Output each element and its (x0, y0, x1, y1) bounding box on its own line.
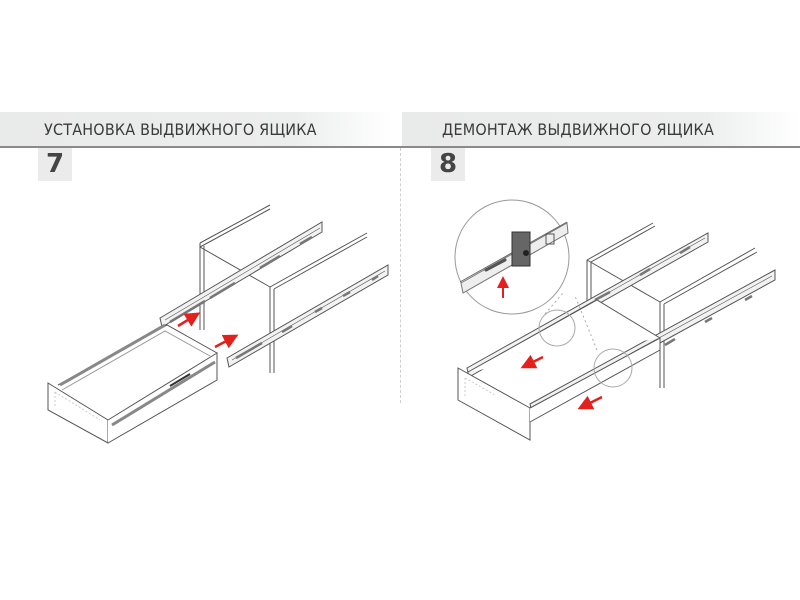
magnified-detail (454, 199, 570, 315)
red-arrow-icon (520, 354, 544, 369)
red-arrow-icon (577, 395, 603, 410)
removal-illustration (454, 199, 776, 441)
red-arrow-icon (214, 334, 239, 349)
panel-divider (400, 148, 401, 403)
step-8-number: 8 (431, 148, 465, 181)
step-8-header: ДЕМОНТАЖ ВЫДВИЖНОГО ЯЩИКА (402, 112, 800, 146)
step-7-title: УСТАНОВКА ВЫДВИЖНОГО ЯЩИКА (44, 120, 317, 139)
upper-rail (159, 221, 323, 328)
drawer (457, 299, 661, 441)
header-divider (0, 146, 800, 148)
step-7-header: УСТАНОВКА ВЫДВИЖНОГО ЯЩИКА (0, 112, 392, 146)
step-8-title: ДЕМОНТАЖ ВЫДВИЖНОГО ЯЩИКА (442, 120, 715, 139)
detail-marker-circle (538, 309, 576, 347)
lower-rail (226, 264, 389, 368)
detail-marker-circle (593, 348, 633, 388)
red-arrow-icon (177, 312, 201, 328)
step-7-number: 7 (38, 148, 72, 181)
installation-illustration (47, 204, 389, 444)
drawer (47, 323, 218, 444)
